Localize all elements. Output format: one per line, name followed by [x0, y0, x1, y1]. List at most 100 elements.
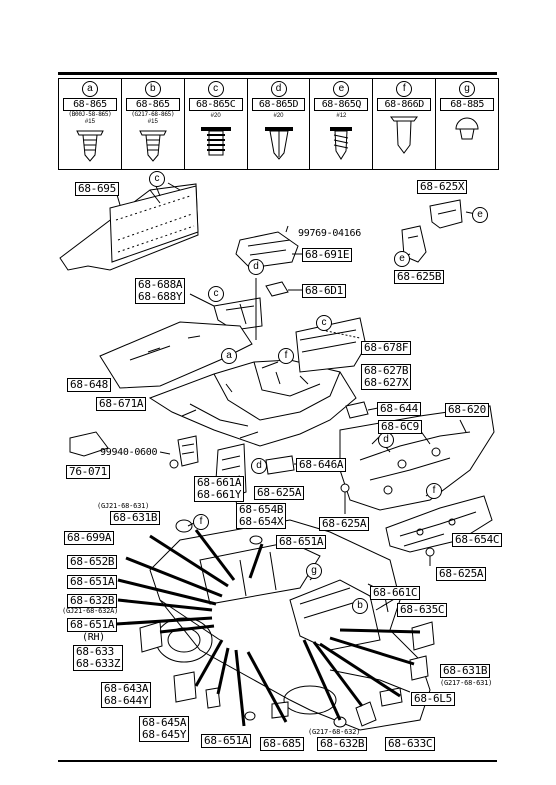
part-note: (G217-68-632)	[308, 728, 361, 736]
clip-size: #12	[336, 113, 347, 119]
part-label: 68-6D1	[302, 284, 346, 298]
clip-size: #15	[147, 119, 158, 125]
clip-letter: b	[144, 81, 161, 97]
fir-tree-clip-icon	[390, 116, 419, 154]
insulator-654c	[385, 495, 493, 553]
push-clip-icon	[264, 127, 293, 160]
clip-cell-b: b 68-865 (G217-68-865) #15	[122, 79, 185, 169]
part-label: 68-635C	[397, 603, 448, 617]
part-label: 68-643A 68-644Y	[101, 682, 152, 708]
part-label: 68-625A	[319, 517, 370, 531]
bracket-688	[213, 297, 263, 331]
part-label: 68-632B	[317, 737, 368, 751]
part-label: 68-651A	[201, 734, 252, 748]
part-label: 99769-04166	[298, 228, 361, 239]
part-label: 68-671A	[96, 397, 147, 411]
clip-part-number: 68-865Q	[314, 98, 369, 111]
part-label-line: 68-661Y	[197, 488, 242, 501]
part-note: (RH)	[82, 632, 105, 643]
part-label-line: 68-654B	[239, 503, 284, 516]
part-label: 68-691E	[302, 248, 353, 262]
clip-size: #15	[84, 119, 95, 125]
push-clip-icon	[76, 130, 104, 162]
clip-cell-a: a 68-865 (B00J-58-865) #15	[59, 79, 122, 169]
part-label: 68-685	[260, 737, 304, 751]
part-label: 68-654C	[452, 533, 503, 547]
callout-f: f	[193, 514, 209, 530]
clip-letter: g	[459, 81, 476, 97]
part-label: 68-645A 68-645Y	[139, 716, 190, 742]
floor-carpet	[148, 359, 357, 447]
clip-letter: d	[270, 81, 287, 97]
part-label: 99940-0600	[100, 447, 158, 458]
part-label: 68-625A	[254, 486, 305, 500]
clip-part-number: 68-865	[63, 98, 117, 111]
rear-carpet	[295, 317, 367, 373]
clip-part-number: 68-865D	[251, 98, 306, 111]
ratchet-clip-icon	[200, 127, 231, 156]
part-label: 68-651A	[67, 575, 118, 589]
callout-c: c	[316, 315, 332, 331]
rear-insulator-panel	[59, 183, 199, 271]
part-label-line: 68-644Y	[104, 694, 149, 707]
part-label: 68-651A	[67, 618, 118, 632]
screw-clip-icon	[330, 127, 353, 160]
clip-cell-c: c 68-865C #20	[185, 79, 248, 169]
part-note: (G217-68-631)	[440, 679, 493, 687]
clip-cell-e: e 68-865Q #12	[310, 79, 374, 169]
part-label: 68-625A	[436, 567, 487, 581]
part-label: 68-6C9	[378, 420, 422, 434]
header-rule	[58, 72, 497, 75]
clip-size: #20	[273, 113, 284, 119]
part-label: 68-631B	[440, 664, 491, 678]
part-label-line: 68-633	[76, 645, 114, 658]
round-clip-icon	[455, 117, 479, 140]
part-label: 68-699A	[64, 531, 115, 545]
part-label: 68-695	[75, 182, 119, 196]
clip-letter: a	[81, 81, 98, 97]
clip-part-number: 68-865C	[188, 98, 243, 111]
part-label: 68-631B	[110, 511, 161, 525]
callout-d: d	[378, 432, 394, 448]
part-label-line: 68-688Y	[138, 290, 183, 303]
clip-part-number: 68-866D	[377, 98, 432, 111]
clip-reference-table: a 68-865 (B00J-58-865) #15 b 68-865 (G21…	[58, 78, 499, 170]
part-label-line: 68-627B	[364, 364, 409, 377]
clip-letter: e	[333, 81, 350, 97]
part-label: 68-627B 68-627X	[361, 364, 412, 390]
part-label: 68-632B	[67, 594, 118, 608]
part-label: 68-633 68-633Z	[73, 645, 124, 671]
part-label: 68-678F	[361, 341, 412, 355]
footer-rule	[58, 760, 497, 762]
callout-c: c	[149, 171, 165, 187]
part-label-line: 68-654X	[239, 515, 284, 528]
trim-piece-691e	[235, 225, 299, 269]
part-label: 68-625B	[394, 270, 445, 284]
callout-a: a	[221, 348, 237, 364]
part-label-line: 68-688A	[138, 278, 183, 291]
clip-cell-f: f 68-866D	[373, 79, 437, 169]
clip-letter: c	[207, 81, 224, 97]
callout-c: c	[208, 286, 224, 302]
clip-letter: f	[396, 81, 413, 97]
clip-part-number: 68-865	[125, 98, 180, 111]
part-label: 68-6L5	[411, 692, 455, 706]
part-label: 68-651A	[276, 535, 327, 549]
callout-d: d	[251, 458, 267, 474]
clip-size: #20	[210, 113, 221, 119]
callout-e: e	[472, 207, 488, 223]
part-label: 76-071	[66, 465, 110, 479]
quarter-trim-633	[139, 621, 163, 653]
callout-g: g	[306, 563, 322, 579]
part-label-line: 68-627X	[364, 376, 409, 389]
part-label: 68-661C	[370, 586, 421, 600]
part-label-line: 68-633Z	[76, 657, 121, 670]
part-note: (GJ21-68-632A)	[62, 607, 119, 615]
bracket-625x	[429, 199, 463, 229]
part-label: 68-661A 68-661Y	[194, 476, 245, 502]
clip-note: (G217-68-865)	[131, 111, 175, 118]
clip-note: (B00J-58-865)	[68, 111, 112, 118]
part-label: 68-620	[445, 403, 489, 417]
